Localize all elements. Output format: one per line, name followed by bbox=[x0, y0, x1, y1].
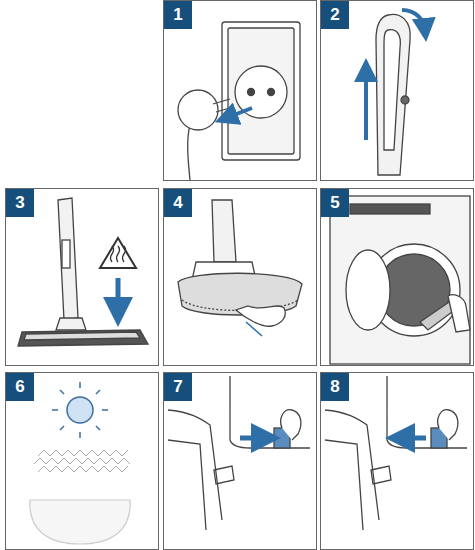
step-badge: 2 bbox=[321, 1, 349, 29]
callout-number: 7 bbox=[173, 377, 182, 397]
callout-number: 4 bbox=[173, 193, 182, 213]
step-badge: 7 bbox=[164, 373, 192, 401]
callout-number: 6 bbox=[15, 377, 24, 397]
step-badge: 3 bbox=[6, 189, 34, 217]
step-badge: 8 bbox=[321, 373, 349, 401]
callout-number: 2 bbox=[330, 5, 339, 25]
step-badge: 4 bbox=[164, 189, 192, 217]
step-badge: 1 bbox=[164, 1, 192, 29]
callout-number: 1 bbox=[173, 5, 182, 25]
callout-number: 8 bbox=[330, 377, 339, 397]
step-badge: 5 bbox=[321, 189, 349, 217]
callout-number: 5 bbox=[330, 193, 339, 213]
step-badge: 6 bbox=[6, 373, 34, 401]
callout-number: 3 bbox=[15, 193, 24, 213]
